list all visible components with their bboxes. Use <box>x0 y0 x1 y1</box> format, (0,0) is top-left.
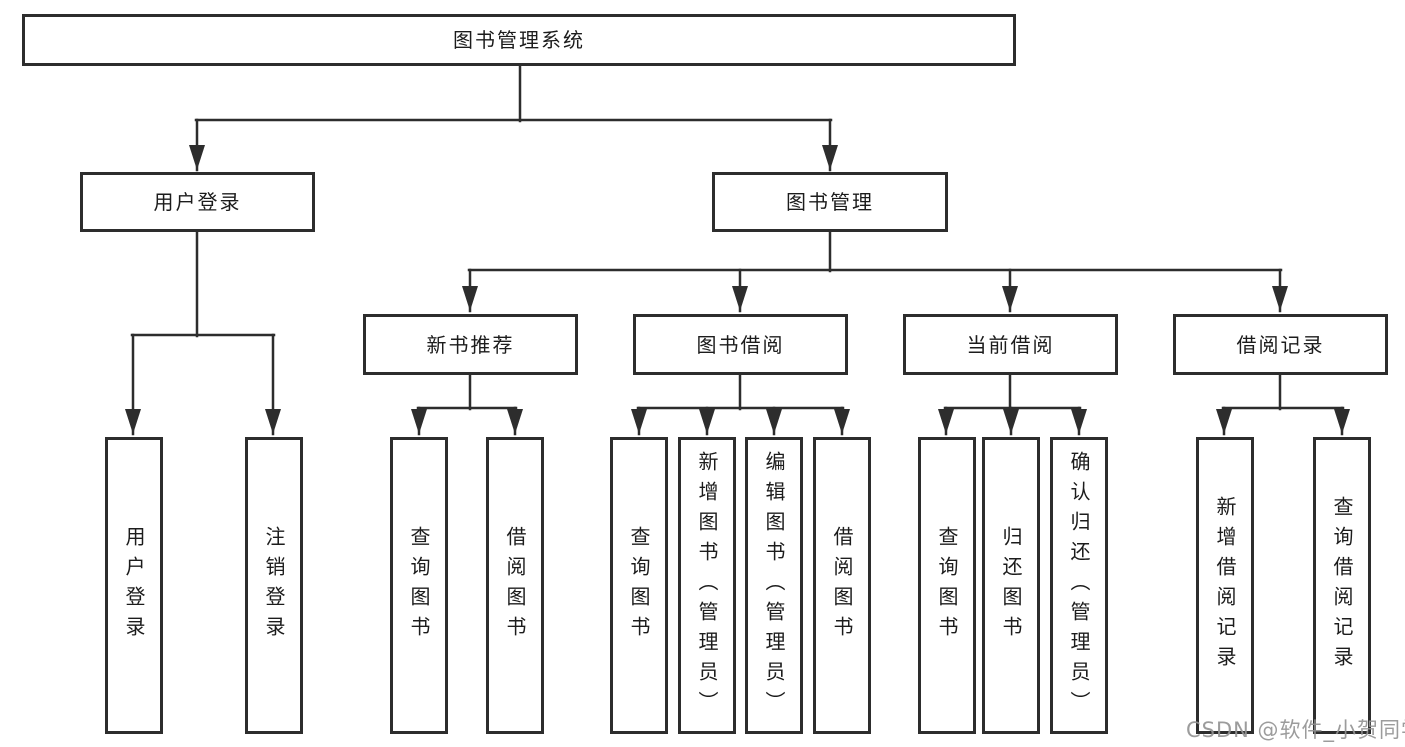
leaf-br-add-record-label: 新增借阅记录 <box>1213 495 1237 676</box>
leaf-br-add-record: 新增借阅记录 <box>1196 437 1254 734</box>
leaf-br-query-record-label: 查询借阅记录 <box>1330 495 1354 676</box>
leaf-bb-borrow-books: 借阅图书 <box>813 437 871 734</box>
leaf-bb-edit-books-admin: 编辑图书（管理员） <box>745 437 803 734</box>
node-book-borrowing: 图书借阅 <box>633 314 848 375</box>
node-book-management-label: 图书管理 <box>786 190 874 214</box>
node-book-management: 图书管理 <box>712 172 948 232</box>
leaf-user-login-label: 用户登录 <box>122 525 146 646</box>
connector-skeleton <box>130 64 1345 411</box>
node-book-management-system: 图书管理系统 <box>22 14 1016 66</box>
node-current-borrowing: 当前借阅 <box>903 314 1118 375</box>
node-user-login: 用户登录 <box>80 172 315 232</box>
node-book-management-system-label: 图书管理系统 <box>453 28 585 52</box>
csdn-watermark: CSDN @软件_小贺同学 <box>1186 718 1405 742</box>
leaf-user-login: 用户登录 <box>105 437 163 734</box>
leaf-cb-query-books: 查询图书 <box>918 437 976 734</box>
leaf-cb-return-books: 归还图书 <box>982 437 1040 734</box>
leaf-cb-confirm-return-admin: 确认归还（管理员） <box>1050 437 1108 734</box>
leaf-bb-query-books: 查询图书 <box>610 437 668 734</box>
leaf-logout: 注销登录 <box>245 437 303 734</box>
leaf-bb-add-books-admin: 新增图书（管理员） <box>678 437 736 734</box>
leaf-cb-query-books-label: 查询图书 <box>935 525 959 646</box>
leaf-bb-add-books-admin-label: 新增图书（管理员） <box>695 450 719 721</box>
node-new-book-recommend-label: 新书推荐 <box>426 332 515 357</box>
node-current-borrowing-label: 当前借阅 <box>966 332 1055 357</box>
leaf-logout-label: 注销登录 <box>262 525 286 646</box>
node-user-login-label: 用户登录 <box>153 190 242 214</box>
leaf-nb-borrow-books-label: 借阅图书 <box>503 525 527 646</box>
leaf-cb-confirm-return-admin-label: 确认归还（管理员） <box>1067 450 1091 721</box>
leaf-bb-query-books-label: 查询图书 <box>627 525 651 646</box>
leaf-bb-edit-books-admin-label: 编辑图书（管理员） <box>762 450 786 721</box>
node-new-book-recommend: 新书推荐 <box>363 314 578 375</box>
node-borrowing-records-label: 借阅记录 <box>1236 332 1325 357</box>
node-borrowing-records: 借阅记录 <box>1173 314 1388 375</box>
node-book-borrowing-label: 图书借阅 <box>696 332 785 357</box>
leaf-nb-query-books-label: 查询图书 <box>407 525 431 646</box>
leaf-br-query-record: 查询借阅记录 <box>1313 437 1371 734</box>
leaf-nb-query-books: 查询图书 <box>390 437 448 734</box>
leaf-bb-borrow-books-label: 借阅图书 <box>830 525 854 646</box>
leaf-cb-return-books-label: 归还图书 <box>999 525 1023 646</box>
leaf-nb-borrow-books: 借阅图书 <box>486 437 544 734</box>
